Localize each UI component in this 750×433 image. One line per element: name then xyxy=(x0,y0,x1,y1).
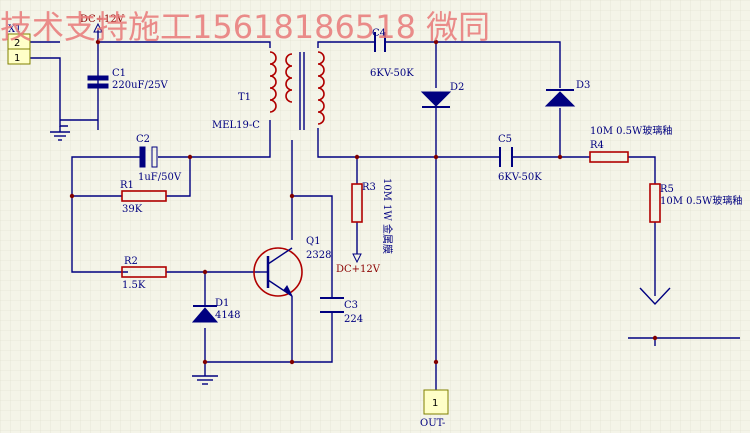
r3-ref: R3 xyxy=(362,182,376,193)
d2-ref: D2 xyxy=(450,82,464,93)
x1-pin-top: 2 xyxy=(14,38,20,49)
r1-value: 39K xyxy=(122,204,143,215)
r4-resistor: 10M 0.5W玻璃釉 R4 xyxy=(589,124,672,163)
d3-ref: D3 xyxy=(576,80,590,91)
watermark-text: 技术支持施工15618186518 微同 xyxy=(0,8,490,46)
r5-value: 10M 0.5W玻璃釉 xyxy=(660,194,742,207)
q1-ref: Q1 xyxy=(306,236,321,247)
c5-value: 6KV-50K xyxy=(498,172,542,183)
r2-resistor: R2 1.5K xyxy=(121,256,167,291)
power-symbol-top: DC+12V xyxy=(80,14,125,33)
q1-value: 2328 xyxy=(306,250,331,261)
power-symbol-mid: DC+12V xyxy=(336,253,381,275)
r2-ref: R2 xyxy=(124,256,138,267)
r4-value: 10M 0.5W玻璃釉 xyxy=(590,124,672,137)
d1-ref: D1 xyxy=(215,298,229,309)
t1-transformer: T1 MEL19-C xyxy=(212,51,325,131)
r3-value: 10M 1W 金属膜 xyxy=(381,178,394,254)
r5-ref: R5 xyxy=(660,184,674,195)
q1-transistor: Q1 2328 xyxy=(253,236,331,297)
out-label: OUT- xyxy=(420,418,445,429)
c1-ref: C1 xyxy=(112,68,126,79)
t1-value: MEL19-C xyxy=(212,120,260,131)
d2-diode: D2 xyxy=(420,82,464,108)
c2-ref: C2 xyxy=(136,134,150,145)
power-top-label: DC+12V xyxy=(80,14,125,25)
out-pin: 1 xyxy=(432,398,438,409)
x1-ref: X1 xyxy=(8,24,21,35)
d1-value: 4148 xyxy=(215,310,240,321)
c4-ref: C4 xyxy=(372,28,386,39)
r1-resistor: R1 39K xyxy=(120,180,167,215)
r4-ref: R4 xyxy=(590,140,604,151)
r2-value: 1.5K xyxy=(122,280,146,291)
power-mid-label: DC+12V xyxy=(336,264,381,275)
c2-value: 1uF/50V xyxy=(138,172,182,183)
r3-resistor: R3 10M 1W 金属膜 xyxy=(351,178,394,254)
c3-value: 224 xyxy=(344,314,363,325)
out-connector: 1 OUT- xyxy=(420,389,449,429)
c1-value: 220uF/25V xyxy=(112,80,169,91)
spark-gap xyxy=(639,287,671,306)
c1-capacitor: C1 220uF/25V xyxy=(87,68,169,91)
x1-pin-bottom: 1 xyxy=(14,53,20,64)
t1-ref: T1 xyxy=(238,92,251,103)
ground-symbol-2 xyxy=(192,375,218,385)
r1-ref: R1 xyxy=(120,180,134,191)
c3-ref: C3 xyxy=(344,300,358,311)
c5-ref: C5 xyxy=(498,134,512,145)
junction-dots xyxy=(69,39,658,365)
d3-diode: D3 xyxy=(544,80,590,107)
d1-diode: D1 4148 xyxy=(191,298,240,323)
c2-capacitor: C2 1uF/50V xyxy=(136,134,182,183)
c3-capacitor: C3 224 xyxy=(320,297,363,325)
r5-resistor: R5 10M 0.5W玻璃釉 xyxy=(649,183,742,223)
ground-symbol-1 xyxy=(50,126,70,141)
c4-value: 6KV-50K xyxy=(370,68,414,79)
c5-capacitor: C5 6KV-50K xyxy=(498,134,542,183)
x1-connector: 2 1 X1 xyxy=(7,24,31,65)
c4-capacitor: C4 6KV-50K xyxy=(370,28,414,79)
